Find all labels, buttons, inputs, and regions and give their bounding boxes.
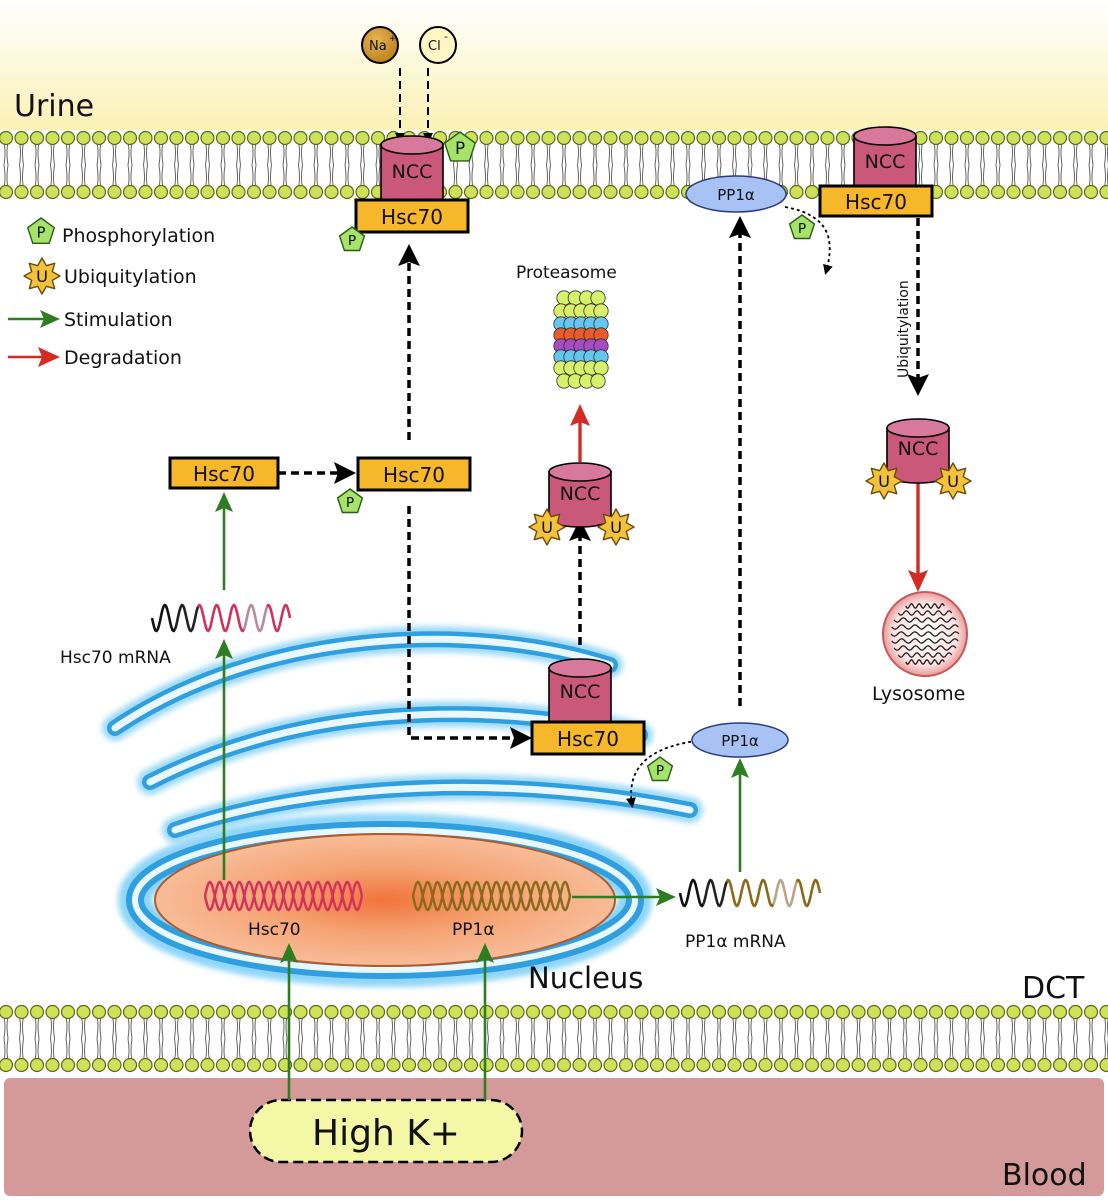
ncc-apical-right-label: NCC: [865, 151, 906, 173]
blood-compartment: [4, 1078, 1104, 1196]
phospho-badge-pp1a-cytosol: P: [646, 756, 674, 782]
lysosome: [882, 591, 968, 677]
pp1a-mrna-label: PP1α mRNA: [685, 932, 786, 952]
modification-badges: P P P P P U U U U: [336, 131, 972, 782]
phospho-badge-hsc70-cytosol-label: P: [346, 495, 354, 511]
pp1a-membrane-label: PP1α: [717, 186, 755, 204]
phospho-badge-pp1a-membrane: P: [788, 214, 816, 240]
pp1a-cytosol-label: PP1α: [721, 732, 759, 750]
pp1a-gene-dna: [411, 880, 572, 912]
hsc70-mrna-label: Hsc70 mRNA: [60, 648, 171, 668]
hsc70-box-cytosol-new: [168, 456, 280, 490]
ubiquitin-badge-endosome-right: U: [934, 462, 972, 500]
legend-stimulation: Stimulation: [64, 309, 173, 331]
degradation-arrows: [570, 404, 928, 592]
proteasome-label: Proteasome: [516, 263, 617, 283]
ncc-apical-label: NCC: [392, 161, 433, 183]
ubiquitin-badge-left: U: [528, 508, 566, 546]
hsc70-gene-dna: [203, 880, 364, 912]
apical-membrane: [0, 130, 1108, 200]
ubiquitin-badge-endosome-right-label: U: [947, 472, 959, 491]
legend: P U Phosphorylation Ubiquitylation Stimul…: [8, 217, 215, 369]
hsc70-box-apical-right: [818, 184, 934, 218]
hsc70-complex-label: Hsc70: [557, 727, 619, 751]
legend-phosphorylation: Phosphorylation: [62, 225, 215, 247]
ion-influx-arrows: [395, 68, 433, 143]
dephos-arrow-membrane: [784, 206, 833, 275]
hsc70-box-ncc-complex: [530, 720, 646, 756]
hsc70-mrna: [150, 603, 292, 633]
pp1a-mrna: [678, 878, 822, 908]
golgi-apparatus: [102, 626, 703, 843]
ncc-endosome-label: NCC: [898, 438, 939, 460]
urine-label: Urine: [14, 89, 94, 124]
legend-ubiquitylation: Ubiquitylation: [64, 266, 197, 288]
pp1a-gene-label: PP1α: [452, 920, 495, 940]
dephosphorylation-arrows: [625, 206, 833, 808]
phospho-badge-ncc-apical: P: [444, 131, 476, 162]
hsc70-gene-label: Hsc70: [248, 920, 301, 940]
pp1a-boxes: [685, 175, 789, 758]
phospho-badge-hsc70-cytosol: P: [336, 488, 364, 514]
ncc-apical-right: [853, 126, 917, 196]
legend-ubiquitylation-badge: U: [23, 257, 61, 295]
chloride-symbol: Cl: [428, 39, 441, 54]
sodium-charge: +: [389, 34, 397, 44]
sodium-symbol: Na: [369, 39, 387, 54]
hsc70-box-apical: [354, 198, 470, 234]
nucleus-label: Nucleus: [528, 961, 643, 995]
ubiquitin-badge-right: U: [597, 508, 635, 546]
high-k-box: [248, 1098, 524, 1164]
dephos-arrow-cytosol: [625, 739, 704, 808]
ncc-cytosol-label: NCC: [560, 681, 601, 703]
sodium-ion: Na +: [361, 26, 399, 64]
stimulation-arrows: [215, 492, 749, 1100]
hsc70-boxes: [168, 184, 934, 756]
basolateral-membrane: [0, 1004, 1108, 1073]
hsc70-cytosol-label: Hsc70: [193, 462, 255, 486]
ncc-ubiquitylated-label: NCC: [560, 483, 601, 505]
proteasome: [553, 290, 609, 389]
dct-label: DCT: [1022, 971, 1085, 1006]
hsc70-apical-label: Hsc70: [381, 205, 443, 229]
ubiquitin-badge-right-label: U: [610, 518, 622, 537]
legend-phosphorylation-badge-label: P: [37, 224, 46, 241]
ubiquitin-badge-endosome-left: U: [865, 462, 903, 500]
legend-ubiquitylation-badge-label: U: [36, 267, 48, 286]
hsc70-box-phosphorylated: [356, 456, 472, 492]
trafficking-arrows: [278, 216, 929, 749]
ubiquitylation-arrow-label: Ubiquitylation: [896, 280, 912, 378]
lysosome-label: Lysosome: [872, 683, 965, 705]
pp1a-membrane: [685, 175, 787, 213]
phospho-badge-pp1a-membrane-label: P: [798, 221, 806, 237]
ubiquitin-badge-endosome-left-label: U: [878, 472, 890, 491]
hsc70-phospho-label: Hsc70: [383, 463, 445, 487]
urine-lumen: [0, 0, 1108, 130]
chloride-ion: Cl -: [419, 26, 457, 64]
ncc-cytosol: [548, 658, 612, 730]
nucleus: [118, 813, 652, 987]
ubiquitin-badge-left-label: U: [541, 518, 553, 537]
ncc-ubiquitylated-endosome: [886, 418, 950, 484]
phospho-badge-hsc70-apical-label: P: [348, 233, 356, 249]
high-k-label: High K+: [312, 1113, 460, 1154]
phospho-badge-hsc70-apical: P: [338, 226, 366, 252]
hsc70-apical-right-label: Hsc70: [845, 190, 907, 214]
legend-phosphorylation-badge: P: [27, 217, 55, 245]
pp1a-cytosol: [691, 722, 789, 758]
chloride-charge: -: [444, 30, 448, 43]
phospho-badge-pp1a-cytosol-label: P: [656, 763, 664, 779]
phospho-badge-ncc-apical-label: P: [455, 138, 465, 158]
legend-degradation: Degradation: [64, 347, 182, 369]
blood-label: Blood: [1002, 1158, 1087, 1193]
